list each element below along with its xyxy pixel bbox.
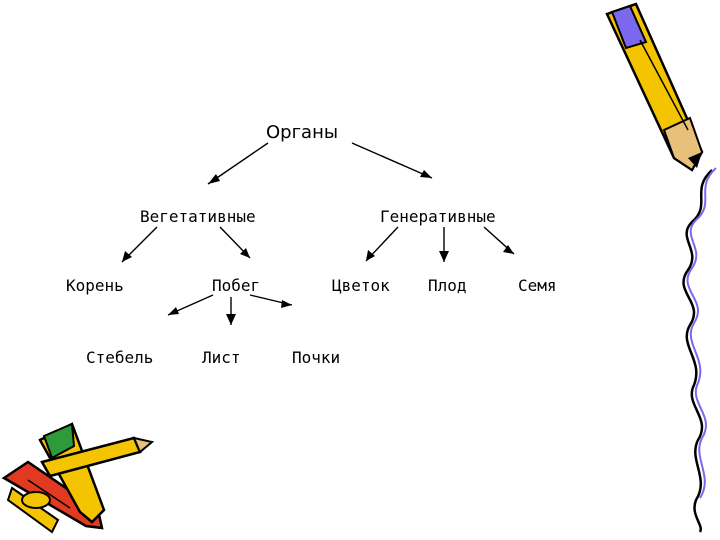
- node-stem: Стебель: [86, 348, 153, 368]
- node-root-organ: Корень: [66, 276, 124, 296]
- pencils-icon: [4, 424, 152, 532]
- node-flower: Цветок: [332, 276, 390, 296]
- arrow-heads: [122, 170, 514, 325]
- node-leaf: Лист: [202, 348, 241, 368]
- node-seed: Семя: [518, 276, 557, 296]
- node-shoot: Побег: [212, 276, 260, 296]
- vine-line: [684, 170, 712, 532]
- root-node: Органы: [266, 123, 338, 143]
- diagram-arrows: [122, 143, 514, 325]
- node-fruit: Плод: [428, 276, 467, 296]
- category-generative: Генеративные: [380, 207, 496, 227]
- node-buds: Почки: [292, 348, 340, 368]
- pencil-icon: [607, 4, 702, 170]
- category-vegetative: Вегетативные: [140, 207, 256, 227]
